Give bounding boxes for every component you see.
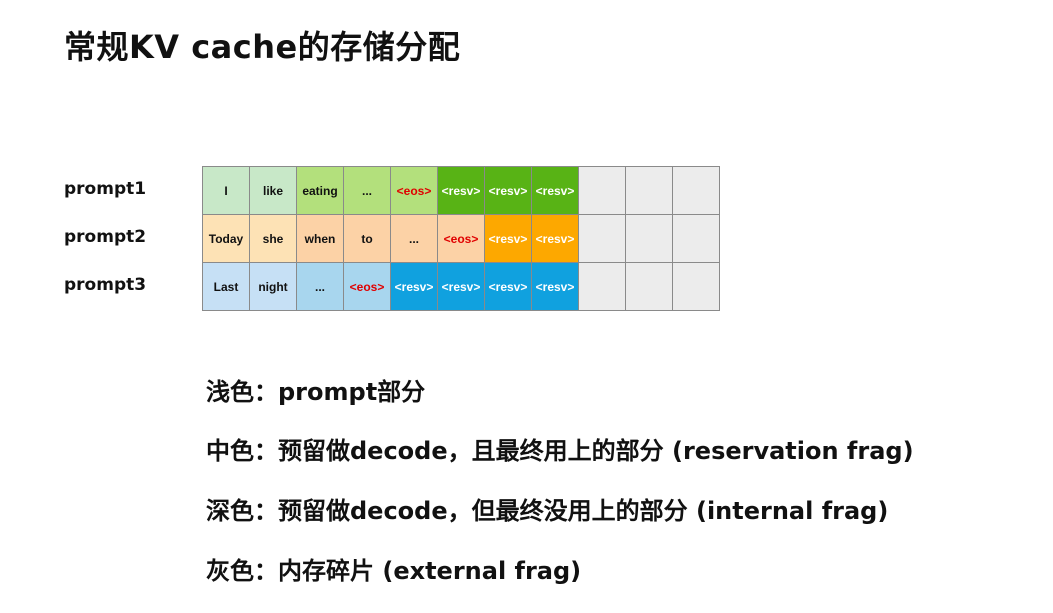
- token-text: <resv>: [488, 231, 528, 246]
- token-text: <eos>: [443, 231, 479, 246]
- row-label-prompt3: prompt3: [64, 275, 147, 295]
- token-cell: [578, 214, 626, 263]
- token-cell: <resv>: [437, 262, 485, 311]
- grid-row-prompt3: Last night... <eos> <resv> <resv> <resv> <resv…: [202, 262, 720, 311]
- token-text: <resv>: [441, 183, 481, 198]
- legend-light: 浅色：prompt部分: [206, 378, 426, 406]
- token-text: ...: [408, 231, 419, 246]
- token-text: <resv>: [535, 279, 575, 294]
- token-cell: ...: [390, 214, 438, 263]
- token-cell: <resv>: [484, 166, 532, 215]
- token-cell: <resv>: [531, 166, 579, 215]
- token-cell: <resv>: [531, 214, 579, 263]
- token-text: <eos>: [396, 183, 432, 198]
- token-text: <eos>: [349, 279, 385, 294]
- token-cell: ...: [296, 262, 344, 311]
- token-cell: <eos>: [390, 166, 438, 215]
- token-text: <resv>: [535, 183, 575, 198]
- token-text: she: [262, 231, 284, 246]
- token-text: <resv>: [535, 231, 575, 246]
- token-text: I: [224, 183, 228, 198]
- token-text: ...: [361, 183, 372, 198]
- token-text: <resv>: [441, 279, 481, 294]
- token-cell: when: [296, 214, 344, 263]
- token-text: <resv>: [394, 279, 434, 294]
- token-cell: Last: [202, 262, 250, 311]
- token-cell: <resv>: [390, 262, 438, 311]
- token-cell: like: [249, 166, 297, 215]
- row-label-prompt2: prompt2: [64, 227, 147, 247]
- token-text: night: [258, 279, 288, 294]
- token-cell: Today: [202, 214, 250, 263]
- token-text: like: [262, 183, 283, 198]
- token-cell: <resv>: [437, 166, 485, 215]
- token-text: ...: [314, 279, 325, 294]
- token-cell: <eos>: [343, 262, 391, 311]
- token-cell: [672, 166, 720, 215]
- token-text: Last: [213, 279, 239, 294]
- token-text: Today: [208, 231, 244, 246]
- legend-mid: 中色：预留做decode，且最终用上的部分 (reservation frag): [206, 437, 914, 465]
- token-text: when: [304, 231, 336, 246]
- grid-row-prompt2: Today she when to... <eos> <resv> <resv>: [202, 214, 720, 263]
- legend-deep: 深色：预留做decode，但最终没用上的部分 (internal frag): [206, 497, 889, 525]
- token-text: eating: [302, 183, 338, 198]
- token-cell: to: [343, 214, 391, 263]
- token-text: <resv>: [488, 279, 528, 294]
- token-cell: [578, 262, 626, 311]
- token-cell: she: [249, 214, 297, 263]
- token-cell: ...: [343, 166, 391, 215]
- token-cell: [672, 214, 720, 263]
- token-cell: [625, 262, 673, 311]
- row-label-prompt1: prompt1: [64, 179, 147, 199]
- legend-gray: 灰色：内存碎片 (external frag): [206, 557, 582, 585]
- token-cell: [672, 262, 720, 311]
- token-text: <resv>: [488, 183, 528, 198]
- token-text: to: [361, 231, 373, 246]
- token-cell: eating: [296, 166, 344, 215]
- token-cell: [625, 166, 673, 215]
- token-cell: <resv>: [484, 214, 532, 263]
- token-cell: <resv>: [484, 262, 532, 311]
- token-cell: [578, 166, 626, 215]
- token-cell: I: [202, 166, 250, 215]
- token-cell: <eos>: [437, 214, 485, 263]
- page-title: 常规KV cache的存储分配: [64, 28, 461, 66]
- token-cell: night: [249, 262, 297, 311]
- token-cell: <resv>: [531, 262, 579, 311]
- token-cell: [625, 214, 673, 263]
